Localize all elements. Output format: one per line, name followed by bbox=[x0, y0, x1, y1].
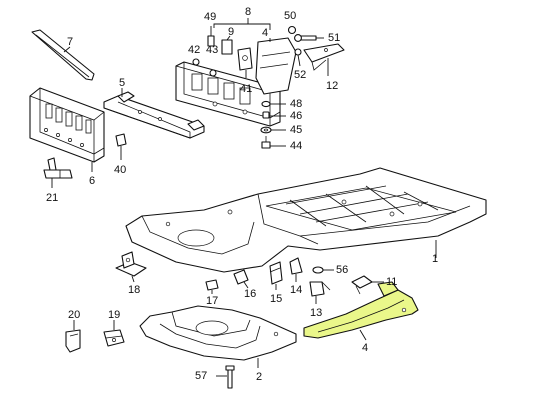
part-5-cross-member[interactable] bbox=[103, 91, 205, 139]
part-46-nut[interactable] bbox=[261, 100, 271, 108]
leader-8 bbox=[213, 18, 271, 30]
part-50-washer[interactable] bbox=[287, 25, 297, 35]
part-18-mount[interactable] bbox=[115, 251, 147, 277]
callout-51: 51 bbox=[328, 32, 340, 44]
part-43-bolt[interactable] bbox=[261, 136, 271, 149]
callout-49: 49 bbox=[204, 11, 216, 23]
part-42-nut[interactable] bbox=[209, 69, 217, 77]
callout-50: 50 bbox=[284, 10, 296, 22]
callout-9: 9 bbox=[228, 26, 234, 38]
leader-4 bbox=[359, 329, 367, 341]
part-20-bracket[interactable] bbox=[65, 329, 81, 353]
part-57-bolt[interactable] bbox=[225, 365, 235, 389]
part-51-bolt[interactable] bbox=[294, 34, 317, 42]
leader-52 bbox=[297, 54, 301, 67]
callout-2: 2 bbox=[256, 371, 262, 383]
part-19-component[interactable] bbox=[103, 329, 125, 347]
part-17-clip[interactable] bbox=[205, 279, 219, 291]
part-14-bracket[interactable] bbox=[289, 257, 303, 275]
part-11-bracket[interactable] bbox=[351, 275, 373, 295]
callout-10: 4 bbox=[262, 27, 268, 39]
callout-15: 15 bbox=[270, 293, 282, 305]
callout-21: 21 bbox=[46, 192, 58, 204]
callout-48: 41 bbox=[240, 83, 252, 95]
leader-9 bbox=[226, 35, 231, 41]
leader-7 bbox=[63, 46, 71, 53]
part-13-bracket[interactable] bbox=[309, 281, 331, 297]
part-21-bracket[interactable] bbox=[43, 157, 73, 179]
callout-18: 18 bbox=[128, 284, 140, 296]
part-7-strip[interactable] bbox=[31, 29, 95, 81]
callout-5: 5 bbox=[119, 77, 125, 89]
callout-6: 6 bbox=[89, 175, 95, 187]
callout-19: 19 bbox=[108, 309, 120, 321]
callout-43: 44 bbox=[290, 140, 302, 152]
callout-14: 14 bbox=[290, 284, 302, 296]
callout-44: 45 bbox=[290, 124, 302, 136]
part-41-nut[interactable] bbox=[192, 58, 200, 66]
part-15-bracket[interactable] bbox=[269, 261, 283, 285]
part-4-side-member[interactable] bbox=[303, 281, 419, 339]
part-44-washer[interactable] bbox=[260, 126, 272, 134]
part-56-nut[interactable] bbox=[312, 266, 324, 274]
callout-12: 12 bbox=[326, 80, 338, 92]
callout-56: 56 bbox=[336, 264, 348, 276]
callout-1: 1 bbox=[432, 253, 438, 265]
leader-18 bbox=[131, 275, 135, 283]
part-40-clip[interactable] bbox=[115, 133, 127, 147]
part-52-nut[interactable] bbox=[294, 48, 302, 56]
part-2-lower-pan[interactable] bbox=[139, 305, 297, 361]
callout-40: 40 bbox=[114, 164, 126, 176]
callout-45: 46 bbox=[290, 110, 302, 122]
callout-57: 57 bbox=[195, 370, 207, 382]
callout-4: 4 bbox=[362, 342, 368, 354]
part-1-floor-pan[interactable] bbox=[125, 167, 487, 273]
callout-20: 20 bbox=[68, 309, 80, 321]
callout-42: 43 bbox=[206, 44, 218, 56]
part-10-shield[interactable] bbox=[255, 37, 297, 95]
part-49-fastener[interactable] bbox=[207, 35, 215, 47]
part-6-rear-panel[interactable] bbox=[29, 87, 105, 163]
callout-16: 16 bbox=[244, 288, 256, 300]
part-48-bracket[interactable] bbox=[237, 47, 253, 71]
part-12-bracket[interactable] bbox=[303, 43, 345, 71]
callout-8: 8 bbox=[245, 6, 251, 18]
leader-16 bbox=[243, 281, 249, 289]
part-45-bushing[interactable] bbox=[262, 111, 270, 119]
part-16-clip[interactable] bbox=[233, 269, 249, 285]
callout-41: 42 bbox=[188, 44, 200, 56]
callout-46: 48 bbox=[290, 98, 302, 110]
callout-13: 13 bbox=[310, 307, 322, 319]
callout-17: 17 bbox=[206, 295, 218, 307]
callout-7: 7 bbox=[67, 36, 73, 48]
part-9-tab[interactable] bbox=[221, 39, 233, 55]
callout-52: 52 bbox=[294, 69, 306, 81]
callout-11: 11 bbox=[386, 276, 397, 288]
